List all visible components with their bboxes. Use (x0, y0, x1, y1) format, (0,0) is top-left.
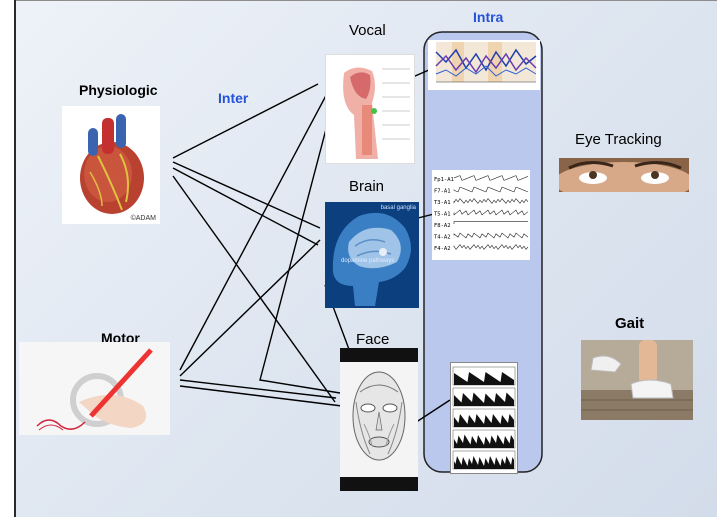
eeg-channel-label: F8-A2 (434, 223, 451, 229)
label-eye-tracking: Eye Tracking (575, 131, 662, 148)
brain-image: basal ganglia dopamine pathways (325, 202, 419, 308)
link-physio-face (173, 176, 335, 402)
gait-illustration (581, 340, 693, 420)
face-muscles-illustration (340, 362, 418, 477)
eye-tracking-image (559, 158, 689, 192)
gait-image (581, 340, 693, 420)
eeg-channel-label: F7-A1 (434, 189, 451, 195)
label-physiologic: Physiologic (79, 82, 158, 98)
link-physio-brain (173, 162, 320, 228)
vocal-tract-illustration (326, 55, 414, 163)
brain-annotation-top: basal ganglia (381, 205, 416, 211)
eye-tracking-illustration (559, 158, 689, 192)
vocal-tract-image (325, 54, 415, 164)
face-panel (340, 362, 418, 477)
intra-timeseries-image (428, 40, 540, 90)
motor-hand-image (19, 342, 170, 435)
adam-logo-text: ©ADAM (131, 215, 156, 222)
eeg-channel-label: T3-A1 (434, 200, 451, 206)
eeg-trace (454, 245, 528, 250)
brain-illustration (325, 202, 419, 308)
au-panels (451, 363, 517, 474)
brain-annotation-bottom: dopamine pathways (341, 258, 394, 264)
eeg-channel-label: Fp1-A1 (434, 177, 454, 183)
link-motor-brain (180, 240, 320, 376)
label-intra: Intra (473, 9, 503, 25)
eeg-channel-label: F4-A2 (434, 246, 451, 252)
eeg-trace (454, 210, 528, 215)
eeg-trace (454, 199, 528, 204)
label-inter: Inter (218, 90, 248, 106)
label-gait: Gait (615, 315, 644, 332)
eeg-trace (454, 233, 528, 238)
eeg-trace (454, 187, 528, 192)
heart-image: ©ADAM (62, 106, 160, 224)
hand-writing-illustration (19, 342, 170, 435)
intra-facial-activity-image (450, 362, 518, 474)
eeg-trace (454, 176, 528, 181)
label-brain: Brain (349, 178, 384, 195)
label-face: Face (356, 331, 389, 348)
intra-timeseries-plot (428, 40, 540, 90)
facial-activity-plot (451, 363, 517, 473)
face-image (340, 348, 418, 491)
link-motor-vocal (180, 88, 330, 370)
eeg-channel-label: T4-A2 (434, 235, 451, 241)
eeg-trace (454, 222, 528, 224)
eeg-channel-label: T5-A1 (434, 212, 451, 218)
heart-illustration (62, 106, 160, 224)
label-vocal: Vocal (349, 22, 386, 39)
